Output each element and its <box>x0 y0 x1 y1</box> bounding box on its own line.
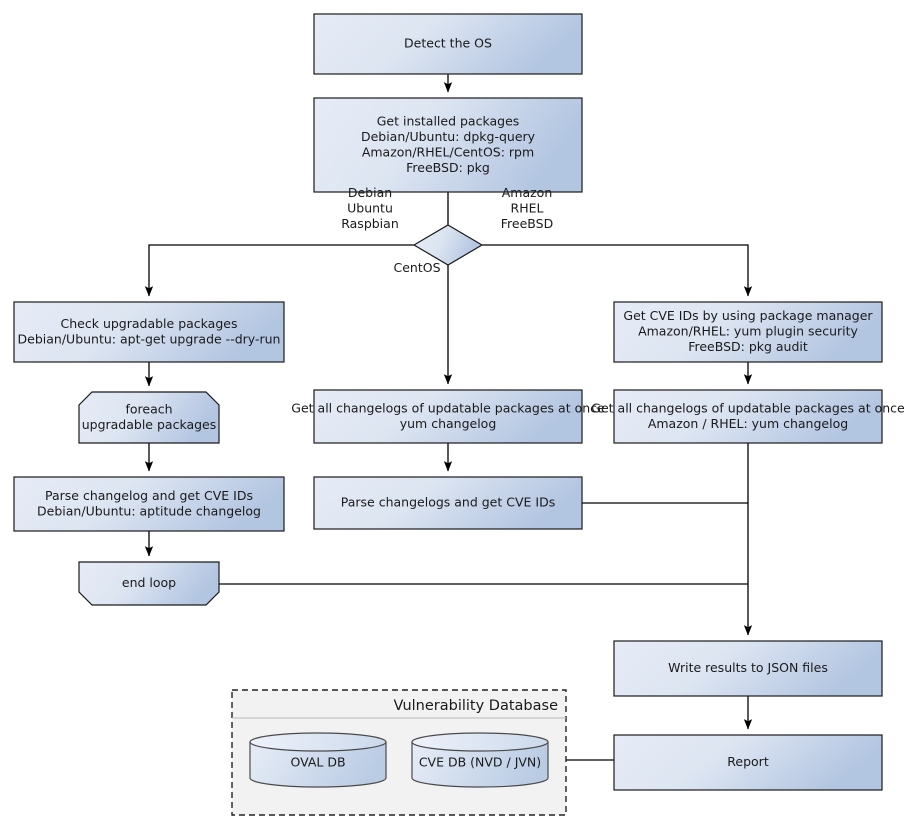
node-shape-os-decision <box>412 224 484 266</box>
cylinder-body-cve-db <box>411 741 549 788</box>
node-detect-os[interactable]: Detect the OS <box>313 13 583 75</box>
node-label-detect-os-line: Detect the OS <box>404 36 492 51</box>
edge-label-branch-debian-line: Raspbian <box>341 216 399 231</box>
edge-label-branch-debian-line: Ubuntu <box>347 201 393 216</box>
group-title-vulnerability-database: Vulnerability Database <box>394 698 559 714</box>
connector-edges <box>144 74 753 761</box>
edge-label-branch-amazon-line: FreeBSD <box>501 216 553 231</box>
node-label-report-line: Report <box>727 754 769 769</box>
edge-label-branch-centos: CentOS <box>393 260 440 275</box>
cylinder-top-cve-db <box>411 732 549 752</box>
database-label-cve-db: CVE DB (NVD / JVN) <box>419 755 541 770</box>
node-check-upgradable-packages[interactable]: Check upgradable packagesDebian/Ubuntu: … <box>13 301 285 363</box>
node-label-write-results-json-line: Write results to JSON files <box>668 660 828 675</box>
node-parse-changelogs-get-cve-ids[interactable]: Parse changelogs and get CVE IDs <box>313 476 583 530</box>
node-label-get-cve-ids-package-manager-line: Amazon/RHEL: yum plugin security <box>638 324 858 339</box>
node-label-foreach-upgradable-packages-line: foreach <box>125 401 172 416</box>
node-end-loop[interactable]: end loop <box>78 561 220 606</box>
node-shape-get-changelogs-amazon-rhel <box>613 389 883 444</box>
node-shape-get-cve-ids-package-manager <box>613 301 883 363</box>
node-label-parse-changelog-get-cve-ids-line: Debian/Ubuntu: aptitude changelog <box>37 503 261 518</box>
node-get-changelogs-amazon-rhel[interactable]: Get all changelogs of updatable packages… <box>591 389 905 444</box>
node-label-get-changelogs-centos-line: yum changelog <box>400 416 497 431</box>
database-label-oval-db: OVAL DB <box>290 755 345 770</box>
node-shape-write-results-json <box>613 640 883 697</box>
node-shape-check-upgradable-packages <box>13 301 285 363</box>
node-label-get-installed-packages-line: Debian/Ubuntu: dpkg-query <box>361 129 536 144</box>
node-shape-get-installed-packages <box>313 97 583 193</box>
node-label-get-changelogs-amazon-rhel-line: Amazon / RHEL: yum changelog <box>648 416 848 431</box>
node-label-end-loop-line: end loop <box>122 575 176 590</box>
edge-label-branch-centos-line: CentOS <box>393 260 440 275</box>
node-label-get-installed-packages-line: Amazon/RHEL/CentOS: rpm <box>362 144 534 159</box>
edge-decision-to-left <box>144 244 414 297</box>
node-shape-foreach-upgradable-packages <box>78 391 220 444</box>
node-os-decision[interactable] <box>412 224 484 266</box>
node-label-get-changelogs-centos-line: Get all changelogs of updatable packages… <box>291 400 605 415</box>
node-label-foreach-upgradable-packages-line: upgradable packages <box>82 417 217 432</box>
node-shape-parse-changelog-get-cve-ids <box>13 476 285 532</box>
node-write-results-json[interactable]: Write results to JSON files <box>613 640 883 697</box>
node-label-parse-changelogs-get-cve-ids-line: Parse changelogs and get CVE IDs <box>341 495 555 510</box>
edge-label-branch-debian-line: Debian <box>348 185 392 200</box>
node-label-parse-changelog-get-cve-ids-line: Parse changelog and get CVE IDs <box>45 488 253 503</box>
node-parse-changelog-get-cve-ids[interactable]: Parse changelog and get CVE IDsDebian/Ub… <box>13 476 285 532</box>
node-shape-parse-changelogs-get-cve-ids <box>313 476 583 530</box>
edge-decision-to-right <box>482 244 753 297</box>
node-shape-detect-os <box>313 13 583 75</box>
node-report[interactable]: Report <box>613 734 883 791</box>
edge-label-branch-amazon-line: Amazon <box>502 185 553 200</box>
cylinder-top-oval-db <box>249 732 387 752</box>
node-label-get-cve-ids-package-manager-line: Get CVE IDs by using package manager <box>623 308 873 323</box>
cylinder-body-oval-db <box>249 741 387 788</box>
node-label-get-changelogs-amazon-rhel-line: Get all changelogs of updatable packages… <box>591 400 905 415</box>
node-label-get-installed-packages-line: FreeBSD: pkg <box>406 160 490 175</box>
node-shape-report <box>613 734 883 791</box>
database-cve-db[interactable]: CVE DB (NVD / JVN) <box>411 732 549 788</box>
node-label-check-upgradable-packages-line: Debian/Ubuntu: apt-get upgrade --dry-run <box>18 331 281 346</box>
node-get-changelogs-centos[interactable]: Get all changelogs of updatable packages… <box>291 389 605 444</box>
node-label-get-cve-ids-package-manager-line: FreeBSD: pkg audit <box>688 339 808 354</box>
database-oval-db[interactable]: OVAL DB <box>249 732 387 788</box>
node-get-cve-ids-package-manager[interactable]: Get CVE IDs by using package managerAmaz… <box>613 301 883 363</box>
node-label-check-upgradable-packages-line: Check upgradable packages <box>61 316 238 331</box>
node-shape-end-loop <box>78 561 220 606</box>
edge-label-branch-amazon-line: RHEL <box>511 201 544 216</box>
node-label-get-installed-packages-line: Get installed packages <box>377 113 520 128</box>
node-shape-get-changelogs-centos <box>313 389 583 444</box>
